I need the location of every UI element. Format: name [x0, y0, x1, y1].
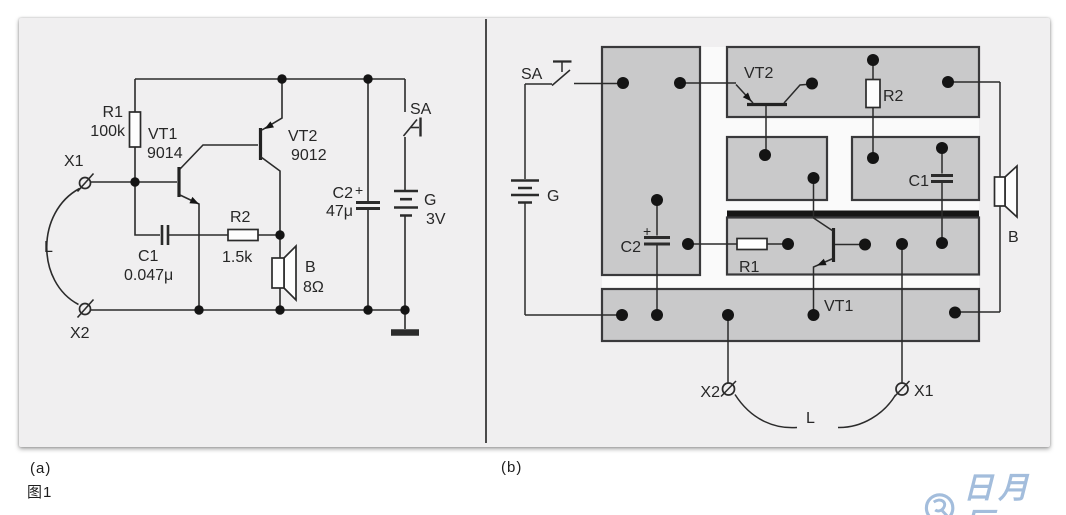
c1-value: 0.047μ — [124, 267, 173, 284]
wire-c1-left — [134, 182, 160, 236]
strip-mid-left — [725, 135, 829, 202]
solder-dots-b — [616, 54, 961, 321]
c2-polarity: + — [355, 182, 363, 198]
schematic-panel-a: R1 100k VT1 9014 VT2 9012 — [44, 74, 446, 342]
g-label-b: G — [547, 188, 559, 205]
sa-label: SA — [410, 101, 432, 118]
speaker-b: B 8Ω — [271, 243, 324, 310]
coil-l: L — [44, 187, 80, 306]
watermark-text: 日月辰 — [963, 472, 1034, 515]
c2-polarity-b: + — [643, 223, 651, 239]
b-value: 8Ω — [303, 279, 324, 296]
strip-top-right — [725, 45, 981, 119]
switch-sa-b: SA — [521, 60, 623, 87]
l-label: L — [44, 239, 53, 256]
battery-g: G 3V — [394, 189, 446, 228]
vt1-label: VT1 — [148, 126, 177, 143]
b-label-b: B — [1008, 229, 1019, 246]
resistor-r1: R1 100k — [90, 104, 142, 148]
r1-label-b: R1 — [739, 259, 760, 276]
terminal-x2: X2 — [70, 298, 95, 342]
resistor-r2-b: R2 — [865, 60, 904, 158]
l-label-b: L — [806, 410, 815, 427]
x1-label-b: X1 — [914, 383, 934, 400]
c1-label: C1 — [138, 248, 159, 265]
capacitor-c1: C1 0.047μ — [124, 225, 173, 284]
watermark: 日月辰 — [922, 471, 1066, 515]
sa-label-b: SA — [521, 66, 543, 83]
capacitor-c2: C2 + 47μ — [326, 182, 380, 220]
terminal-x1-b: X1 — [893, 244, 934, 400]
r2-label-b: R2 — [883, 88, 904, 105]
layout-panel-b: SA G VT2 R — [511, 45, 1019, 429]
watermark-logo-icon — [924, 493, 955, 515]
r2-label: R2 — [230, 209, 251, 226]
vt2-label-b: VT2 — [744, 65, 773, 82]
strip-bottom-rail — [600, 287, 981, 343]
vt1-label-b: VT1 — [824, 298, 853, 315]
x2-label: X2 — [70, 325, 90, 342]
transistor-vt1: VT1 9014 — [147, 126, 258, 310]
c2-label: C2 — [333, 185, 354, 202]
caption-b: (b) — [501, 459, 523, 476]
terminal-x2-b: X2 — [700, 315, 737, 401]
vt2-label: VT2 — [288, 128, 317, 145]
x2-label-b: X2 — [700, 384, 720, 401]
c2-label-b: C2 — [621, 239, 642, 256]
g-value: 3V — [426, 211, 446, 228]
figure-number: 图1 — [27, 484, 53, 501]
caption-a: (a) — [30, 460, 52, 477]
g-label: G — [424, 192, 436, 209]
battery-g-b: G — [511, 84, 622, 316]
vt1-model: 9014 — [147, 145, 183, 162]
r1-value: 100k — [90, 123, 126, 140]
resistor-r2: R2 1.5k — [222, 209, 259, 266]
black-separator-bar — [727, 210, 979, 218]
speaker-b-b: B — [948, 81, 1019, 313]
switch-sa: SA — [402, 101, 432, 137]
b-label: B — [305, 259, 316, 276]
panel-divider — [485, 19, 487, 443]
c2-value: 47μ — [326, 203, 353, 220]
terminal-x1: X1 — [64, 153, 95, 193]
c1-label-b: C1 — [909, 173, 930, 190]
strip-mid-right — [850, 135, 981, 202]
vt2-model: 9012 — [291, 147, 327, 164]
r1-label: R1 — [103, 104, 124, 121]
coil-l-b: L — [734, 394, 897, 429]
transistor-vt2: VT2 9012 — [258, 79, 327, 258]
transistor-vt1-b: VT1 — [812, 178, 865, 315]
capacitor-c2-b: C2 + — [621, 200, 670, 315]
r2-value: 1.5k — [222, 249, 253, 266]
x1-label: X1 — [64, 153, 84, 170]
junction-dots-a — [130, 74, 410, 315]
